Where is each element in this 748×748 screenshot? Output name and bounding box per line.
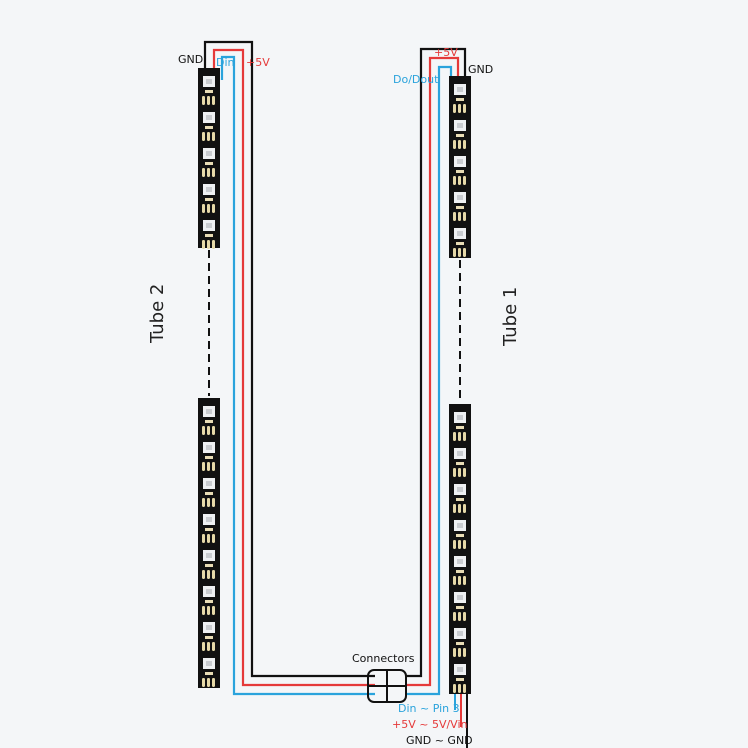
input-din-label: Din ~ Pin 3 [398, 702, 460, 715]
tube2-din-label: Din [216, 56, 235, 69]
tube1-dout-label: Do/Dout [393, 73, 439, 86]
wires-left [203, 40, 375, 696]
5v-wire-left [212, 48, 375, 687]
tube1-5v-label: +5V [434, 46, 458, 59]
5v-wire-right [405, 56, 460, 687]
tube1-label: Tube 1 [500, 287, 521, 347]
data-wire-left [220, 55, 375, 696]
tube2-strip-top [198, 68, 220, 249]
wires-right [405, 47, 467, 696]
connectors [367, 669, 407, 703]
input-wires [454, 692, 468, 748]
connectors-label: Connectors [352, 652, 415, 665]
gnd-wire-left [203, 40, 375, 678]
gnd-wire-right [405, 47, 467, 678]
tube1-strip-bottom [449, 404, 471, 694]
tube1-strip-top [449, 76, 471, 258]
tube2-strip-bottom [198, 398, 220, 688]
tube1-gnd-label: GND [468, 63, 493, 76]
input-5v-label: +5V ~ 5V/Vin [392, 718, 468, 731]
tube2-5v-label: +5V [246, 56, 270, 69]
tube2-label: Tube 2 [147, 284, 168, 344]
input-gnd-label: GND ~ GND [406, 734, 473, 747]
tube2-gnd-label: GND [178, 53, 203, 66]
led-strips [198, 68, 471, 694]
data-wire-right [405, 65, 453, 696]
